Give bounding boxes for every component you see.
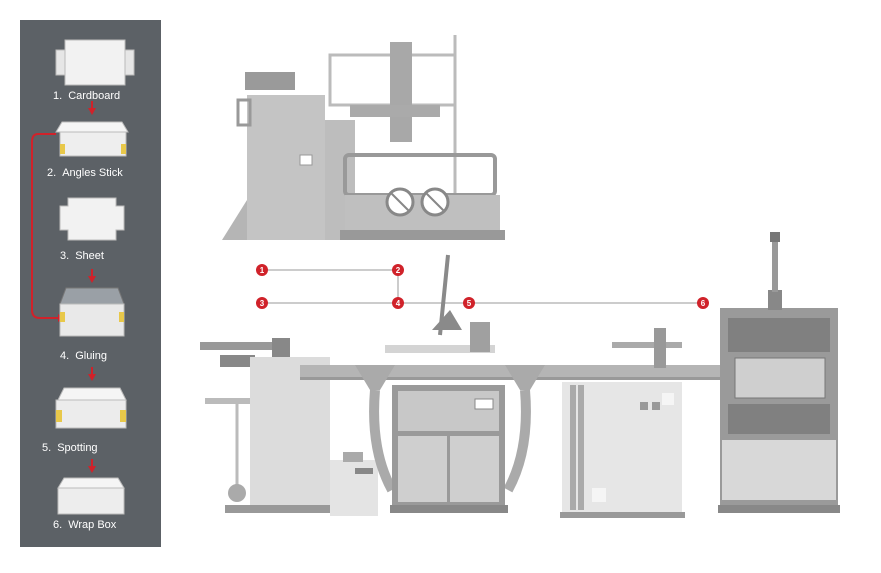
svg-text:3: 3 — [260, 299, 265, 308]
process-sidebar: 1.Cardboard 2.Angles Stick 3.Sheet 4.Glu… — [20, 20, 161, 547]
marker-3: 3 — [256, 297, 268, 309]
svg-text:4: 4 — [396, 299, 401, 308]
step-4-label: 4.Gluing — [60, 350, 107, 362]
marker-6: 6 — [697, 297, 709, 309]
cardboard-icon — [55, 39, 135, 86]
marker-5: 5 — [463, 297, 475, 309]
step-2-label: 2.Angles Stick — [47, 167, 123, 179]
wrap-box-icon — [57, 477, 125, 515]
svg-text:1: 1 — [260, 266, 265, 275]
step-6-label: 6.Wrap Box — [53, 519, 117, 531]
svg-text:5: 5 — [467, 299, 472, 308]
sheet-icon — [59, 197, 125, 241]
loop-connector — [31, 133, 58, 319]
process-steps-illustration — [31, 39, 135, 515]
svg-text:6: 6 — [701, 299, 706, 308]
production-line — [200, 232, 840, 518]
top-view-machine — [222, 35, 505, 240]
angles-stick-icon — [55, 121, 129, 157]
step-3-label: 3.Sheet — [60, 250, 104, 262]
arrow-down-icon — [88, 374, 96, 381]
svg-text:2: 2 — [396, 266, 401, 275]
step-1-label: 1.Cardboard — [53, 90, 121, 102]
marker-4: 4 — [392, 297, 404, 309]
marker-1: 1 — [256, 264, 268, 276]
arrow-down-icon — [88, 108, 96, 115]
marker-2: 2 — [392, 264, 404, 276]
spotting-icon — [55, 387, 127, 429]
step-5-label: 5.Spotting — [42, 442, 98, 454]
arrow-down-icon — [88, 276, 96, 283]
arrow-down-icon — [88, 466, 96, 473]
gluing-icon — [59, 287, 125, 337]
